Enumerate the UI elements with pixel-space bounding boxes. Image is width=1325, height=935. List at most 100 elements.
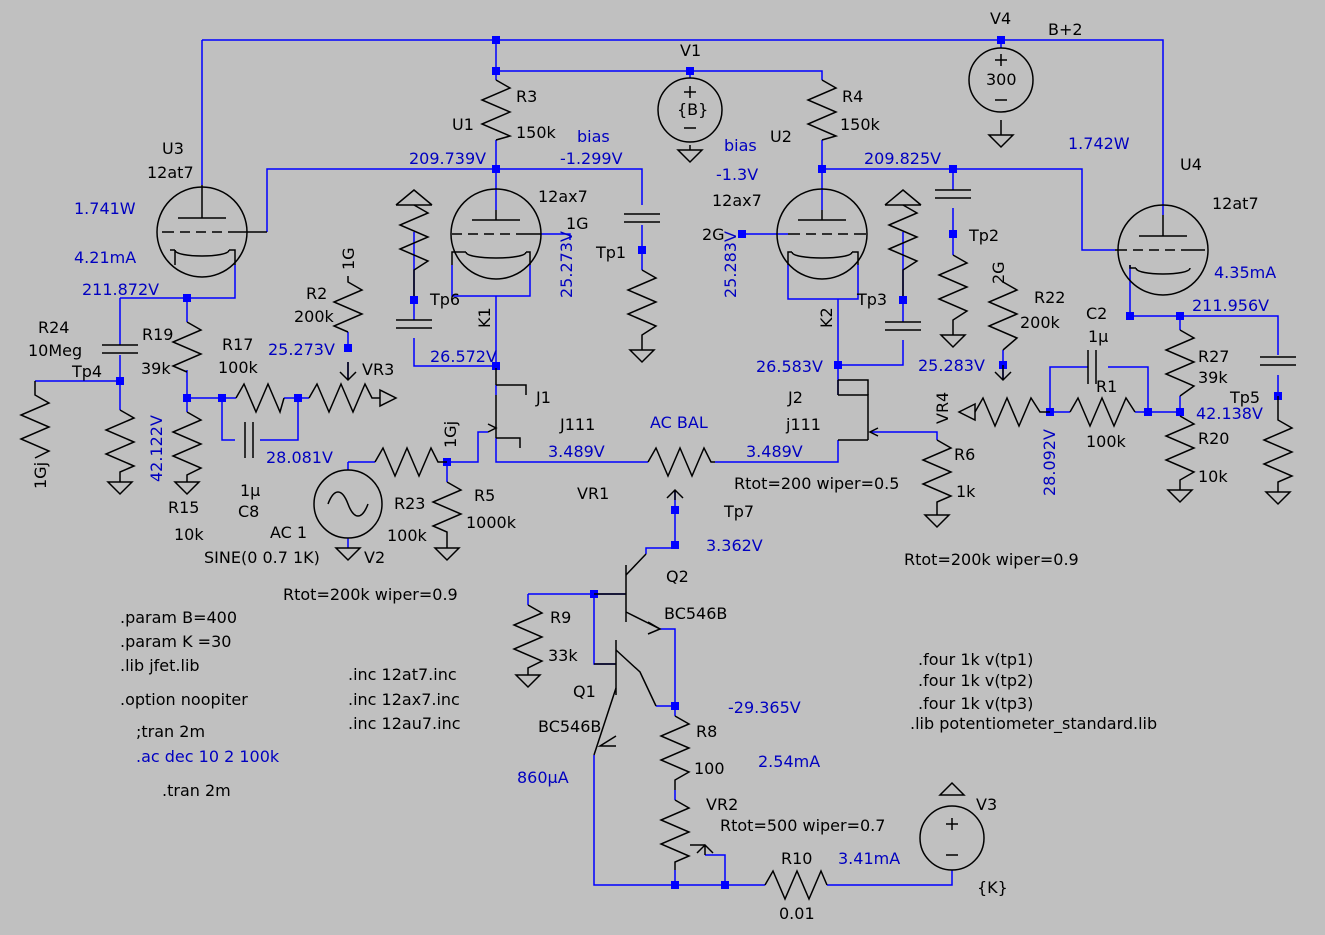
resistor-r1 [1069,396,1136,428]
resistor-r23 [374,446,447,478]
resistor-r8 [659,715,691,790]
resistor-r4 [806,79,839,141]
label-u2-type: 12ax7 [712,191,762,210]
label-bias2-value: -1.3V [716,165,758,184]
label-vr2: VR2 [706,795,738,814]
label-tp5: Tp5 [1229,388,1260,407]
resistor-r17 [235,382,285,415]
label-r24-value: 10Meg [28,341,82,360]
label-1gj-a: 1Gj [441,421,460,448]
label-vr4-wiper: 25.283V [918,356,985,375]
label-vr4-rtot: Rtot=200k wiper=0.9 [904,550,1079,569]
label-j1-type: J111 [559,415,595,434]
label-q1-type: BC546B [538,717,601,736]
label-r6: R6 [954,445,975,464]
source-v1 [657,77,723,143]
source-v4 [968,47,1034,113]
label-tp4: Tp4 [71,362,102,381]
label-vr1: VR1 [577,484,609,503]
spice-directives: .param B=400 .param K =30 .lib jfet.lib … [120,608,1157,800]
label-r10: R10 [781,849,812,868]
directive-inc-12au7: .inc 12au7.inc [348,714,461,733]
resistor-r27 [1164,329,1196,397]
label-r15: R15 [168,498,199,517]
label-r10-value: 0.01 [779,904,815,923]
label-source-3489b: 3.489V [746,442,803,461]
label-k2: K2 [817,307,836,328]
directive-tran-comment: ;tran 2m [136,722,205,741]
label-r4: R4 [842,87,863,106]
label-j1: J1 [535,388,551,407]
label-r19-value: 39k [141,359,171,378]
label-q2-type: BC546B [664,604,727,623]
directive-tran: .tran 2m [162,781,231,800]
resistor-r6 [921,439,953,515]
label-r1-value: 100k [1086,432,1127,451]
label-u4: U4 [1180,155,1202,174]
resistor-r19 [171,321,203,373]
resistor-vr1 [647,446,715,478]
label-vr1-rtot: Rtot=200 wiper=0.5 [734,474,899,493]
label-node-211b: 211.956V [1192,296,1269,315]
label-r1: R1 [1096,377,1117,396]
label-tp6: Tp6 [429,290,460,309]
label-power-u4: 1.742W [1068,134,1130,153]
label-r9: R9 [550,608,571,627]
tube-u4 [1115,204,1209,296]
directive-four-tp2: .four 1k v(tp2) [918,671,1033,690]
directive-four-tp3: .four 1k v(tp3) [918,694,1033,713]
components [19,47,1296,901]
resistor-r2 [332,276,364,333]
bjt-q2 [594,553,662,635]
label-tp2: Tp2 [968,226,999,245]
resistor-r15 [171,411,203,482]
label-c2: C2 [1086,304,1107,323]
label-vr2-rtot: Rtot=500 wiper=0.7 [720,816,885,835]
label-r9-value: 33k [548,646,578,665]
label-node-42b: 42.138V [1196,404,1263,423]
source-v2 [313,469,383,539]
resistor-r9 [512,604,544,675]
labels: V4 B+2 300 V1 {B} R3 150k U1 R4 150k U2 … [28,9,1276,923]
bjt-q1 [593,640,657,756]
label-u3-type: 12at7 [147,163,194,182]
resistor-tp6 [398,204,430,296]
label-b2: B+2 [1048,20,1083,39]
label-node-209b: 209.825V [864,149,941,168]
directive-inc-12at7: .inc 12at7.inc [348,665,457,684]
label-node-28b: 28.092V [1040,429,1059,496]
label-current-254: 2.54mA [758,752,820,771]
label-sine: SINE(0 0.7 1K) [204,548,320,567]
label-r8-value: 100 [694,759,725,778]
label-c2-value: 1µ [1088,327,1108,346]
directive-param-k: .param K =30 [120,632,231,651]
label-bias1: bias [577,127,610,146]
resistor-r3 [480,79,513,141]
label-r2: R2 [306,284,327,303]
resistor-r5 [431,481,463,548]
label-node-211a: 211.872V [82,280,159,299]
label-j2-type: j111 [785,415,821,434]
label-u1: U1 [452,115,474,134]
label-node-3362: 3.362V [706,536,763,555]
label-ac1: AC 1 [270,523,307,542]
label-k1: K1 [475,307,494,328]
label-vr4: VR4 [933,392,952,424]
resistor-r22 [987,281,1019,351]
resistor-tp5 [1262,396,1294,492]
jfet-j2 [837,379,879,441]
label-v1: V1 [680,41,701,60]
label-v4-val: 300 [986,70,1017,89]
resistor-vr3 [308,382,380,414]
label-r22-value: 200k [1020,313,1061,332]
label-r4-value: 150k [840,115,881,134]
label-r2-value: 200k [294,307,335,326]
label-r17-value: 100k [218,358,259,377]
label-bias2: bias [724,136,757,155]
label-node-42a: 42.122V [147,415,166,482]
label-r27-value: 39k [1198,368,1228,387]
label-power-u3: 1.741W [74,199,136,218]
label-2g: 2G [702,225,725,244]
label-ac-bal: AC BAL [650,413,708,432]
